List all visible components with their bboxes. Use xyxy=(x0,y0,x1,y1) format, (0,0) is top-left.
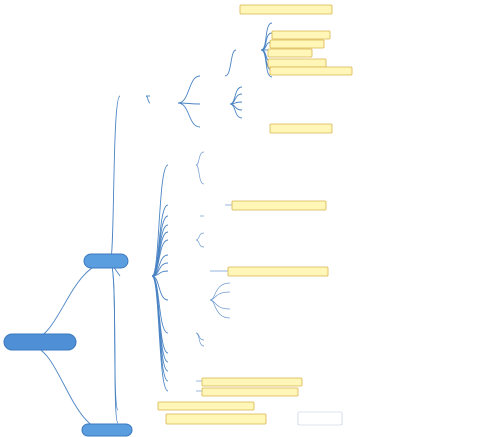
link-node xyxy=(195,232,205,241)
link-node xyxy=(151,270,169,277)
level1-node xyxy=(81,423,133,437)
link-root-to-l1 xyxy=(29,261,111,341)
link-root-to-l1 xyxy=(29,345,111,433)
note-box xyxy=(269,39,325,49)
link-node xyxy=(151,275,169,392)
link-node xyxy=(260,49,273,78)
link-l1-to-l2 xyxy=(109,261,119,424)
link-l1-to-l2 xyxy=(109,95,121,263)
link-node xyxy=(209,291,231,301)
note-box xyxy=(267,58,327,68)
link-node xyxy=(209,299,231,319)
link-node xyxy=(229,86,243,105)
link-node xyxy=(229,103,243,119)
root-node xyxy=(3,333,77,351)
note-box xyxy=(269,123,333,134)
link-node xyxy=(195,239,205,248)
link-node xyxy=(195,164,205,185)
note-box xyxy=(231,200,327,211)
note-box xyxy=(267,48,313,58)
note-box xyxy=(157,401,255,411)
note-box xyxy=(165,413,267,425)
note-box xyxy=(201,377,303,387)
level1-node xyxy=(83,253,129,269)
link-node xyxy=(209,299,231,310)
link-node xyxy=(177,75,201,104)
note-box xyxy=(227,266,329,277)
link-node xyxy=(145,95,151,104)
note-box xyxy=(269,66,353,76)
note-box xyxy=(239,4,333,15)
link-node xyxy=(195,332,205,347)
note-box xyxy=(201,387,299,397)
link-node xyxy=(177,102,201,128)
formula-box xyxy=(297,411,343,426)
link-node xyxy=(209,282,231,301)
link-node xyxy=(195,151,205,166)
note-box xyxy=(271,30,331,40)
link-node xyxy=(224,49,237,77)
link-node xyxy=(151,164,169,277)
